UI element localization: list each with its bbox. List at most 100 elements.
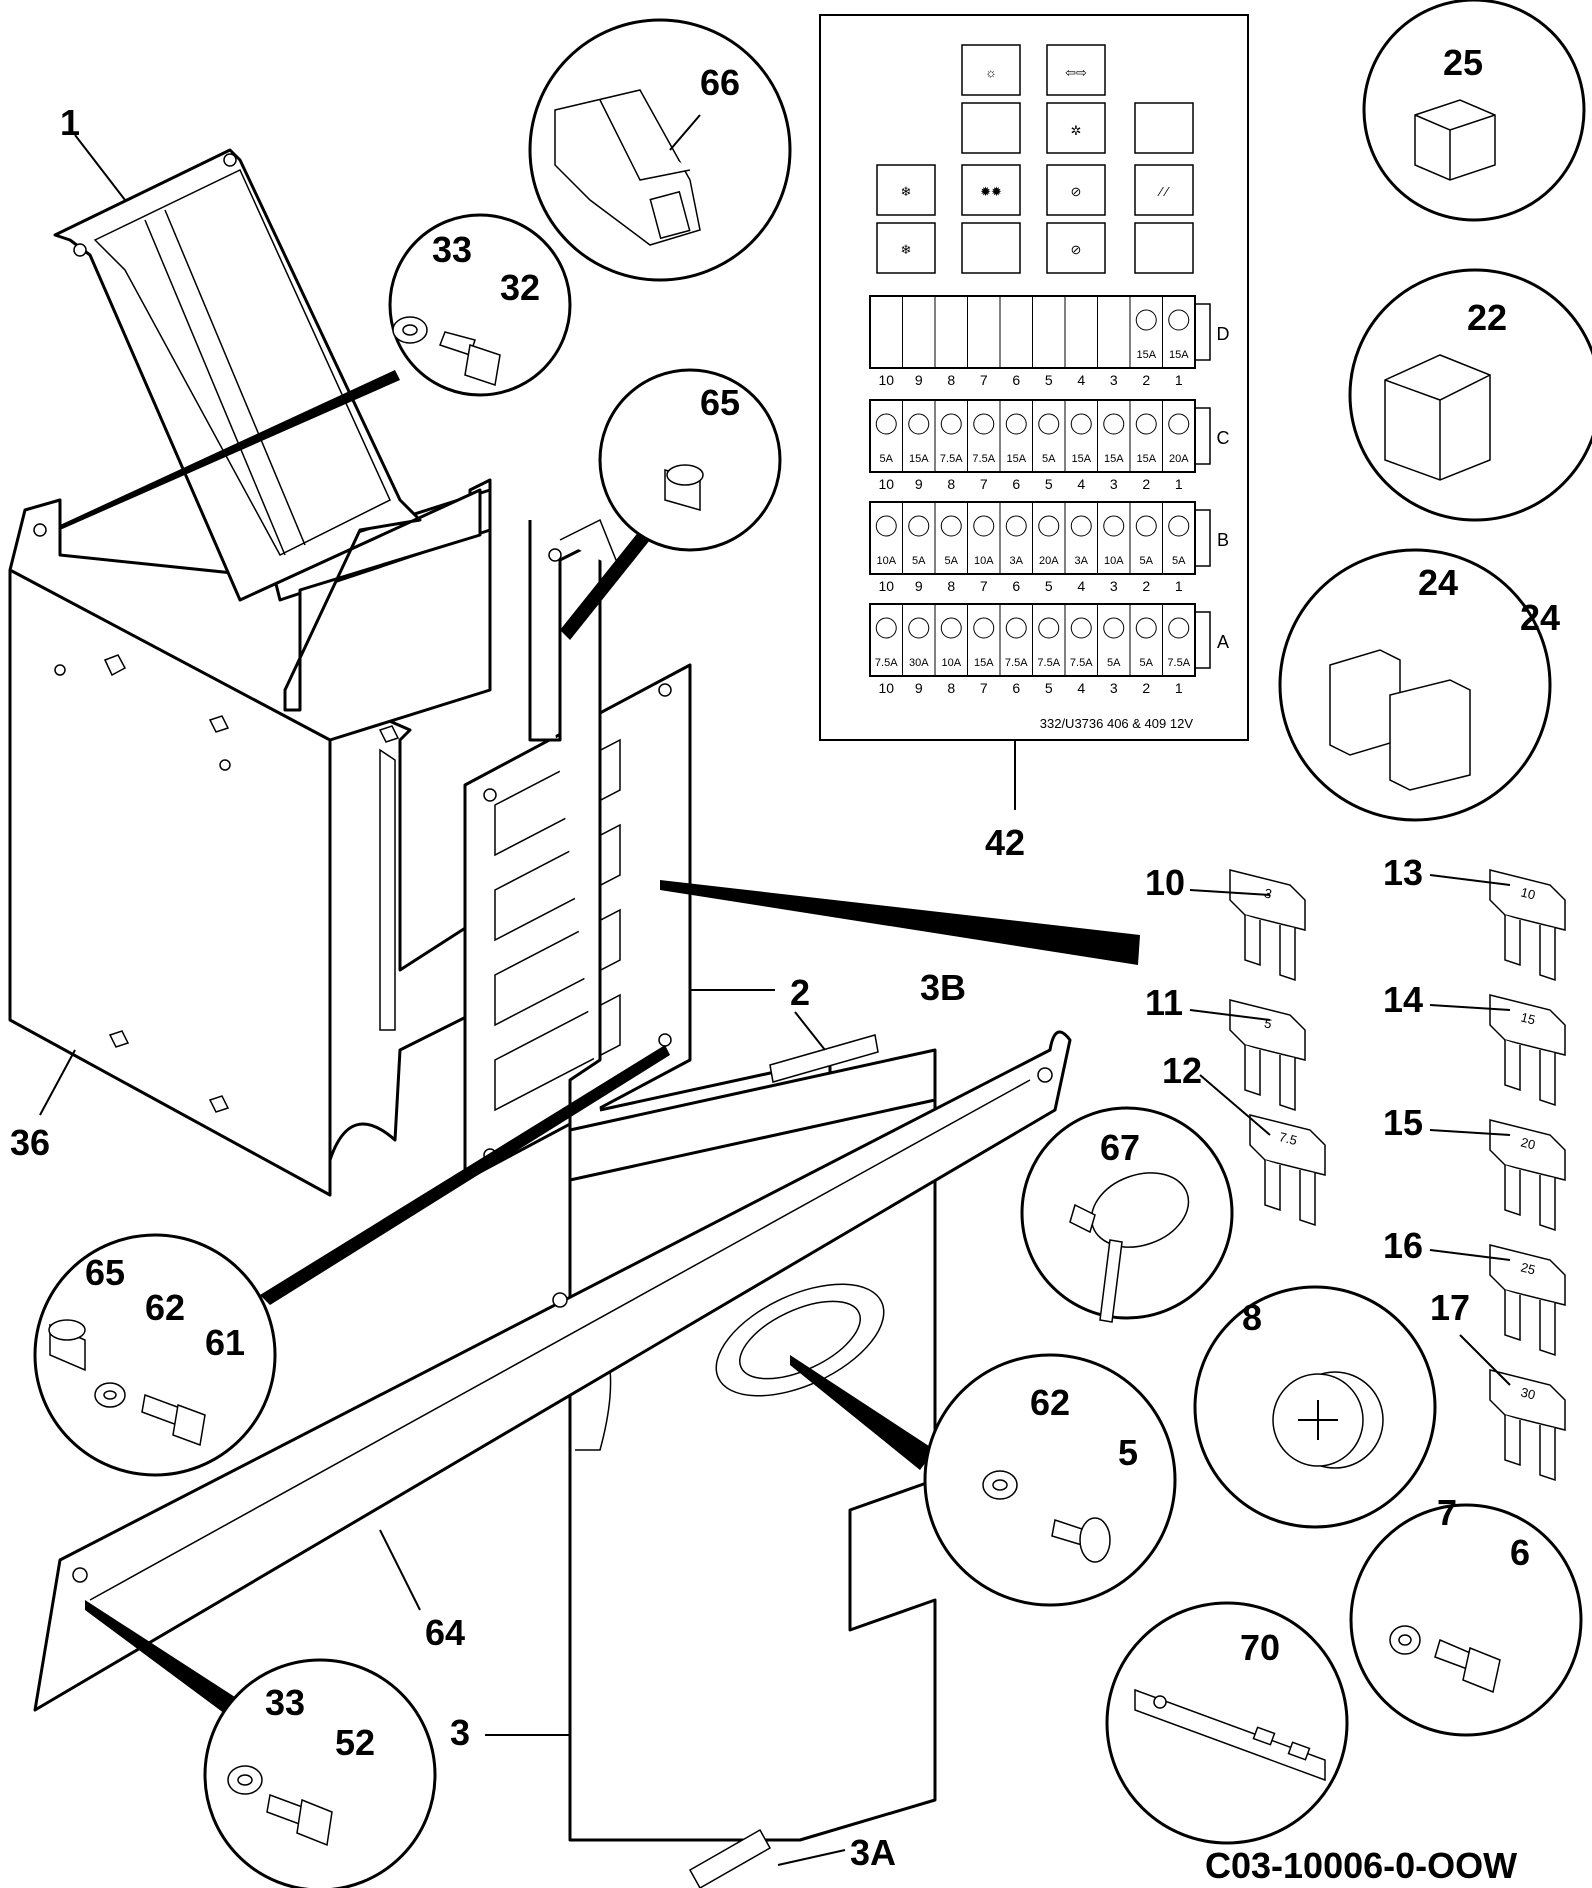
fuse-function-icon — [973, 413, 995, 435]
callout-65-left: 65 — [85, 1252, 125, 1293]
detail-circle-65-62-61 — [33, 1233, 277, 1477]
fuse-function-icon — [1038, 617, 1060, 639]
fuse-rating: 15A — [1136, 349, 1156, 361]
callout-33-bottom: 33 — [265, 1682, 305, 1723]
fuse-position-number: 7 — [980, 372, 988, 388]
blade-fuse-10: 3 — [1229, 869, 1306, 982]
bolt-52-icon — [266, 1793, 333, 1847]
fuse-rating: 5A — [1140, 555, 1154, 567]
callout-24-left: 24 — [1418, 562, 1458, 603]
callout-6: 6 — [1510, 1532, 1530, 1573]
fuse-function-icon — [940, 617, 962, 639]
fuse-rating: 20A — [1169, 453, 1189, 465]
fuse-function-icon — [1070, 413, 1092, 435]
ignition-key-icon: ⊘ — [1071, 184, 1082, 199]
spacer-65-icon — [48, 1319, 86, 1372]
fuse-position-number: 4 — [1077, 680, 1085, 696]
connector-66-icon — [554, 89, 701, 246]
row-letter-a: A — [1217, 632, 1229, 652]
fuse-position-number: 1 — [1175, 372, 1183, 388]
fuse-function-icon — [908, 515, 930, 537]
blade-fuse-14: 15 — [1489, 994, 1566, 1107]
fuse-function-icon — [1103, 413, 1125, 435]
fuse-function-icon — [940, 515, 962, 537]
washer-62-icon — [94, 1382, 126, 1408]
fuse-position-number: 6 — [1012, 372, 1020, 388]
fuse-rating: 20A — [1039, 555, 1059, 567]
fuse-position-number: 9 — [915, 372, 923, 388]
fuse-position-number: 7 — [980, 476, 988, 492]
fuse-function-icon — [1070, 515, 1092, 537]
callout-65-top: 65 — [700, 382, 740, 423]
fuse-function-icon — [1168, 413, 1190, 435]
fuse-function-icon — [1168, 617, 1190, 639]
fuse-rating: 7.5A — [940, 453, 963, 465]
callout-62-left: 62 — [145, 1287, 185, 1328]
callout-61: 61 — [205, 1322, 245, 1363]
callout-52: 52 — [335, 1722, 375, 1763]
fan-icon: ✲ — [1071, 123, 1082, 138]
fuse-function-icon — [1038, 413, 1060, 435]
detail-circle-33-32 — [388, 213, 572, 397]
fuse-position-number: 8 — [947, 680, 955, 696]
callout-14: 14 — [1383, 979, 1423, 1020]
fuse-position-number: 7 — [980, 680, 988, 696]
snowflake-icon: ❄ — [901, 184, 912, 199]
fuse-position-number: 4 — [1077, 578, 1085, 594]
fuse-rating: 5A — [945, 555, 959, 567]
fuse-position-number: 3 — [1110, 578, 1118, 594]
callout-36: 36 — [10, 1122, 50, 1163]
callout-33-top: 33 — [432, 229, 472, 270]
bus-bar-70-icon — [1134, 1688, 1326, 1782]
fuse-rating: 10A — [974, 555, 994, 567]
fuse-position-number: 8 — [947, 578, 955, 594]
callout-8: 8 — [1242, 1297, 1262, 1338]
callout-66: 66 — [700, 62, 740, 103]
bolt-6-icon — [1434, 1638, 1501, 1694]
fuse-rating-label: 25 — [1519, 1259, 1537, 1277]
callout-17: 17 — [1430, 1287, 1470, 1328]
fuse-position-number: 2 — [1142, 372, 1150, 388]
fuse-rating: 15A — [1071, 453, 1091, 465]
callout-16: 16 — [1383, 1225, 1423, 1266]
callout-25: 25 — [1443, 42, 1483, 83]
blade-fuse-11: 5 — [1229, 999, 1306, 1112]
callout-5: 5 — [1118, 1432, 1138, 1473]
fuse-function-icon — [973, 515, 995, 537]
detail-circle-62-5 — [923, 1353, 1177, 1607]
fuse-position-number: 10 — [878, 680, 894, 696]
fuse-position-number: 9 — [915, 476, 923, 492]
detail-circle-65-top — [598, 368, 782, 552]
fuse-rating-label: 7.5 — [1278, 1129, 1299, 1148]
fuse-function-icon — [1103, 617, 1125, 639]
grommet-8-icon — [1272, 1371, 1384, 1469]
fuse-rating: 3A — [1010, 555, 1024, 567]
fuse-position-number: 9 — [915, 578, 923, 594]
wiper-icon: ⁄ ⁄ — [1157, 184, 1170, 199]
fuse-function-icon — [1005, 617, 1027, 639]
indicator-arrows-icon: ⇦⇨ — [1065, 65, 1087, 80]
fuse-position-number: 6 — [1012, 578, 1020, 594]
fuse-position-number: 2 — [1142, 476, 1150, 492]
fuse-rating: 15A — [1169, 349, 1189, 361]
fuse-position-number: 2 — [1142, 680, 1150, 696]
fuse-rating: 7.5A — [1167, 657, 1190, 669]
fuse-rating: 10A — [941, 657, 961, 669]
fuse-rating: 5A — [1042, 453, 1056, 465]
fuse-position-number: 10 — [878, 476, 894, 492]
fuse-position-number: 6 — [1012, 680, 1020, 696]
screw-5-icon — [1051, 1517, 1111, 1563]
relay-symbol-grid: ☼ ⇦⇨ ❄ ❄ ✲ ✹✹ ⊘ ⊘ ⁄ ⁄ — [876, 44, 1194, 274]
fuse-position-number: 7 — [980, 578, 988, 594]
fuse-panel-caption: 332/U3736 406 & 409 12V — [1040, 716, 1194, 731]
fuse-position-number: 5 — [1045, 476, 1053, 492]
fuse-function-icon — [1135, 515, 1157, 537]
drawing-code: C03-10006-0-OOW — [1205, 1845, 1517, 1886]
spacer-65-icon — [664, 464, 704, 511]
callout-24-right: 24 — [1520, 597, 1560, 638]
fuse-rating: 15A — [1136, 453, 1156, 465]
fuse-function-icon — [1135, 413, 1157, 435]
